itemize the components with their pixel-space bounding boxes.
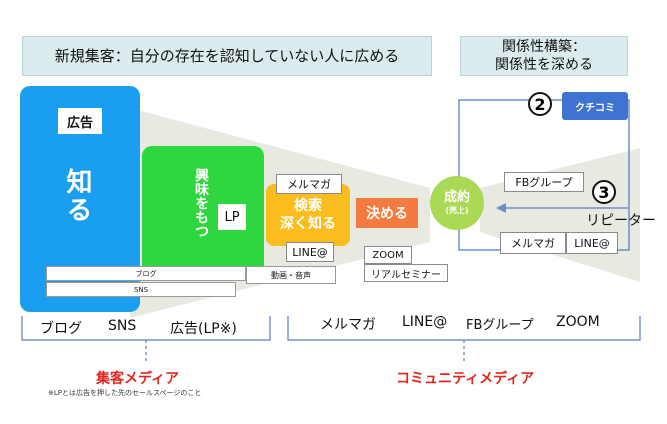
strip-blog: ブログ	[46, 266, 246, 281]
community-fb-group-text: FBグループ	[515, 176, 573, 189]
stage-decide: 決める	[356, 198, 418, 228]
stage-know-tag-text: 広告	[66, 115, 93, 131]
repeater-label: リピーター	[586, 213, 656, 229]
community-line: LINE@	[566, 232, 618, 254]
bottom-left-ad: 広告(LP※)	[170, 321, 237, 337]
header-new-customer: 新規集客：自分の存在を認知していない人に広める	[22, 36, 432, 76]
strip-sns-text: SNS	[133, 285, 149, 294]
word-of-mouth-text: クチコミ	[575, 102, 615, 114]
community-mailmag-text: メルマガ	[511, 237, 555, 250]
number-3-circle: 3	[592, 180, 616, 204]
community-line-text: LINE@	[574, 236, 610, 250]
header-relationship-line2: 関係性を深める	[495, 57, 593, 73]
header-relationship-line1: 関係性構築：	[502, 39, 586, 55]
word-of-mouth-badge: クチコミ	[562, 92, 628, 120]
stage-search-line2: 深く知る	[280, 216, 336, 232]
strip-sns: SNS	[46, 282, 236, 297]
bottom-left-sns: SNS	[108, 318, 137, 334]
community-mailmag: メルマガ	[500, 232, 566, 254]
bottom-right-mailmag: メルマガ	[320, 317, 376, 333]
seminar-zoom: ZOOM	[364, 246, 412, 264]
stage-deal: 成約 (売上)	[430, 176, 484, 230]
stage-know-tag: 広告	[58, 108, 102, 134]
bottom-right-fb: FBグループ	[466, 318, 534, 333]
bottom-left-blog: ブログ	[40, 321, 82, 337]
community-fb-group: FBグループ	[504, 172, 584, 192]
bottom-right-line: LINE@	[402, 314, 448, 330]
search-tag-line-text: LINE@	[292, 245, 328, 259]
stage-interest-label: 興味をもつ	[193, 168, 209, 238]
stage-interest: 興味をもつ LP	[142, 146, 264, 278]
stage-deal-text: 成約	[443, 190, 470, 205]
header-relationship: 関係性構築： 関係性を深める	[460, 36, 628, 76]
stage-know-label: 知る	[62, 168, 92, 224]
lp-note: ※LPとは広告を押した先のセールスページのこと	[48, 389, 202, 397]
stage-deal-sub: (売上)	[445, 206, 469, 215]
number-2-text: 2	[534, 94, 546, 114]
stage-interest-tag-text: LP	[224, 209, 240, 225]
seminar-real: リアルセミナー	[364, 264, 448, 282]
number-2-circle: 2	[528, 92, 552, 116]
number-3-text: 3	[598, 182, 610, 202]
strip-video: 動画・音声	[246, 266, 336, 284]
media-title-right: コミュニティメディア	[396, 371, 535, 387]
search-tag-mailmag-text: メルマガ	[287, 178, 331, 191]
media-title-left: 集客メディア	[96, 371, 180, 387]
strip-blog-text: ブログ	[135, 269, 157, 278]
search-tag-line: LINE@	[286, 242, 334, 262]
strip-video-text: 動画・音声	[271, 270, 311, 280]
connector-arrow-head	[496, 203, 506, 213]
stage-search: 検索 深く知る	[266, 184, 350, 246]
stage-interest-tag: LP	[218, 204, 246, 230]
search-tag-mailmag: メルマガ	[276, 174, 342, 194]
seminar-real-text: リアルセミナー	[371, 269, 441, 281]
bottom-right-zoom: ZOOM	[556, 314, 600, 330]
seminar-zoom-text: ZOOM	[372, 249, 404, 261]
stage-decide-text: 決める	[366, 206, 408, 222]
stage-search-line1: 検索	[294, 198, 322, 214]
header-new-customer-text: 新規集客：自分の存在を認知していない人に広める	[54, 46, 400, 65]
